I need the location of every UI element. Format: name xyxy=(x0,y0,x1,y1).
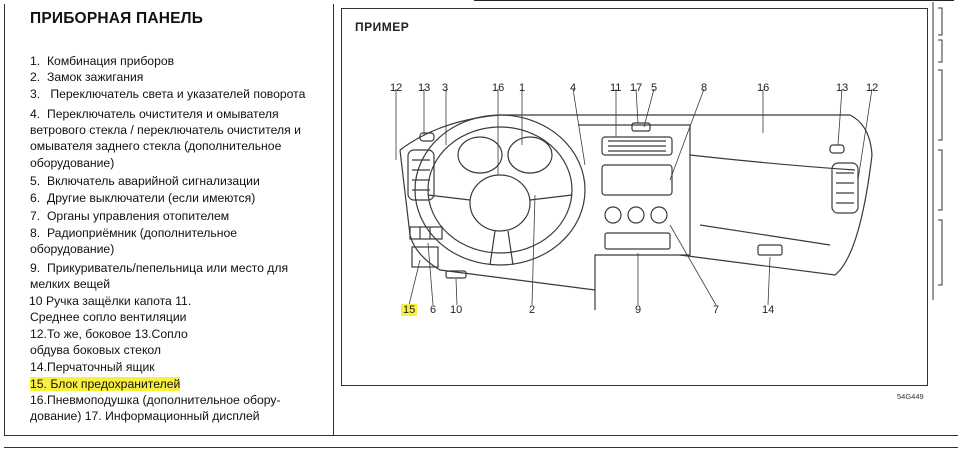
gauge-right xyxy=(507,136,553,174)
dash-top-outline xyxy=(399,114,873,156)
leader-lines xyxy=(395,88,873,306)
info-display xyxy=(631,122,651,132)
steering-hub xyxy=(469,174,531,232)
callout: 8 xyxy=(701,82,708,94)
callout: 2 xyxy=(529,304,536,316)
callout: 13 xyxy=(418,82,431,94)
extra-line: обдува боковых стекол xyxy=(30,343,162,358)
list-item: 8. Радиоприёмник (дополнительное оборудо… xyxy=(30,225,238,257)
bottom-border-line-2 xyxy=(4,447,958,448)
figure-frame xyxy=(341,8,928,386)
extra-line: 14.Перчаточный ящик xyxy=(30,360,155,375)
callout: 12 xyxy=(866,82,879,94)
callout: 1 xyxy=(519,82,526,94)
callout: 5 xyxy=(651,82,658,94)
right-defrost-nozzle xyxy=(829,144,845,154)
figure-label: ПРИМЕР xyxy=(355,20,410,34)
fuse-box xyxy=(411,246,439,268)
list-item: 3. Переключатель света и указателей пово… xyxy=(30,86,306,101)
callout: 10 xyxy=(450,304,463,316)
callout: 6 xyxy=(430,304,437,316)
callout: 9 xyxy=(635,304,642,316)
right-side-vent xyxy=(831,162,859,214)
list-item: 5. Включатель аварийной сигнализации xyxy=(30,174,260,189)
callout: 7 xyxy=(713,304,720,316)
panel-title: ПРИБОРНАЯ ПАНЕЛЬ xyxy=(30,10,204,27)
dash-right-lower xyxy=(679,154,873,276)
bottom-border-line xyxy=(4,435,958,436)
gauge-left xyxy=(457,136,503,174)
center-vent xyxy=(601,136,673,156)
hood-release xyxy=(445,270,467,279)
callout: 11 xyxy=(610,82,622,94)
bottom-callouts: 15 6 10 2 9 7 14 xyxy=(380,304,890,320)
callout: 16 xyxy=(757,82,770,94)
center-stack xyxy=(578,124,691,310)
extra-line: Среднее сопло вентиляции xyxy=(30,310,187,325)
callout: 16 xyxy=(492,82,505,94)
list-item: 9. Прикуриватель/пепельница или место дл… xyxy=(30,260,289,291)
ashtray xyxy=(604,232,671,250)
top-border-line xyxy=(474,0,954,4)
steering-spokes xyxy=(427,194,573,266)
dashboard-illustration xyxy=(395,88,873,310)
callout: 13 xyxy=(836,82,849,94)
callout: 3 xyxy=(442,82,449,94)
tail-line: дование) 17. Информационный дисплей xyxy=(30,409,260,424)
callout-highlighted: 15 xyxy=(401,304,418,316)
left-side-vent xyxy=(407,149,435,201)
airbag-seam xyxy=(689,154,856,171)
right-edge-brackets xyxy=(932,2,943,300)
switch-block xyxy=(409,226,443,240)
left-column-frame xyxy=(4,4,334,435)
list-item: 1. Комбинация приборов xyxy=(30,54,175,68)
steering-wheel-inner xyxy=(427,126,573,254)
dash-left-lower xyxy=(399,149,596,291)
heater-knob-2 xyxy=(627,206,645,224)
glovebox-top xyxy=(699,224,831,246)
tail-line: 16.Пневмоподушка (дополнительное обору- xyxy=(30,392,281,407)
glovebox-handle xyxy=(757,244,783,256)
left-defrost-nozzle xyxy=(419,132,435,142)
list-item: 6. Другие выключатели (если имеются) xyxy=(30,191,256,206)
heater-knob-3 xyxy=(650,206,668,224)
extra-line: 12.То же, боковое 13.Сопло xyxy=(30,326,188,341)
legend-list: 1. Комбинация приборов 2. Замок зажигани… xyxy=(29,53,318,425)
callout: 17 xyxy=(630,82,643,94)
extra-line: 10 Ручка защёлки капота 11. xyxy=(29,294,192,309)
top-callouts: 12 13 3 16 1 4 11 17 5 8 16 13 12 xyxy=(380,82,890,98)
list-item: 7. Органы управления отопителем xyxy=(30,208,230,223)
highlighted-line: 15. Блок предохранителей xyxy=(30,376,181,391)
list-item: 4. Переключатель очистителя и омывателя … xyxy=(30,106,301,170)
radio-unit xyxy=(601,164,673,196)
callout: 12 xyxy=(390,82,403,94)
steering-wheel-outer xyxy=(414,114,586,266)
figure-code: 54G449 xyxy=(897,392,924,401)
list-item: 2. Замок зажигания xyxy=(30,70,144,85)
callout: 4 xyxy=(570,82,577,94)
heater-knob-1 xyxy=(604,206,622,224)
callout: 14 xyxy=(762,304,775,316)
